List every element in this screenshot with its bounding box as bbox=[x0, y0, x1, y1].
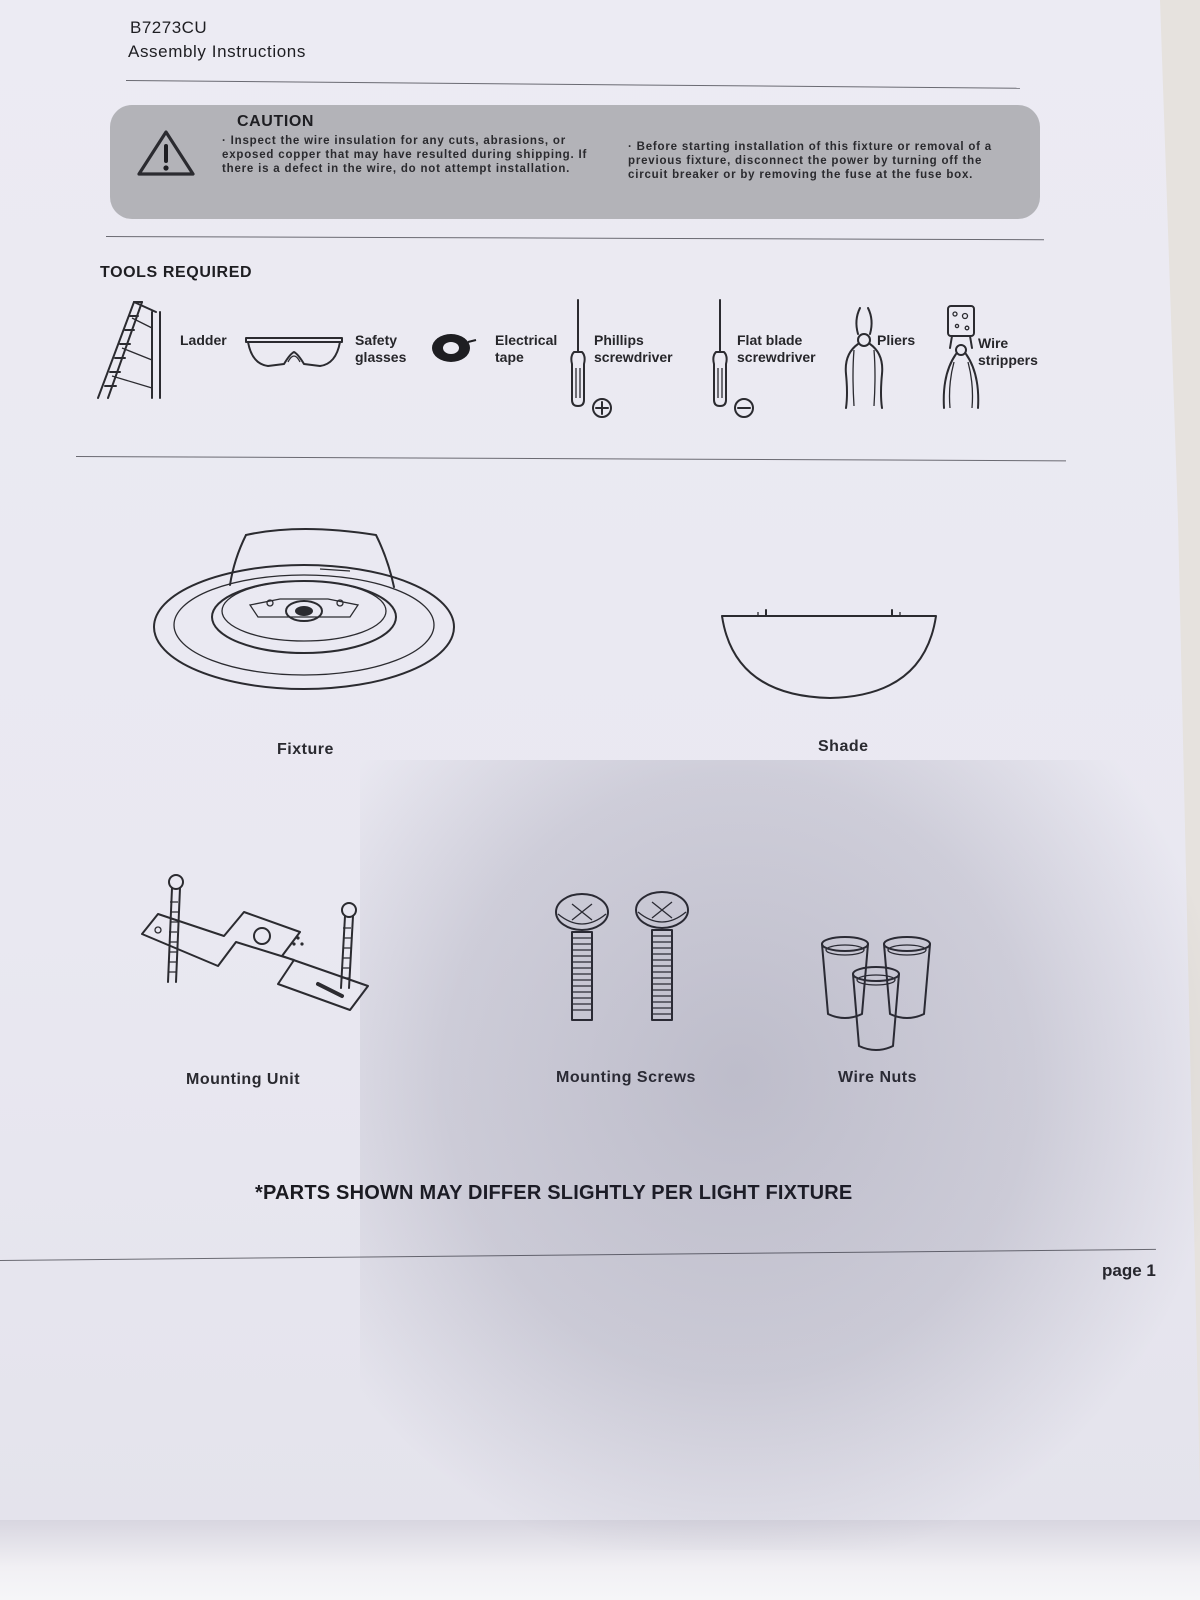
electrical-tape-icon bbox=[432, 334, 477, 362]
background-surface bbox=[0, 1520, 1200, 1600]
tool-label-wire-strippers: Wire strippers bbox=[978, 335, 1038, 368]
wire-strippers-icon bbox=[942, 305, 980, 409]
wire-nuts-illustration bbox=[821, 936, 931, 1051]
page-number: page 1 bbox=[1102, 1261, 1156, 1280]
instruction-sheet bbox=[0, 0, 1200, 1535]
part-label-shade: Shade bbox=[818, 738, 869, 755]
safety-glasses-icon bbox=[245, 337, 343, 367]
ladder-icon bbox=[97, 301, 161, 399]
tool-label-electrical-tape: Electrical tape bbox=[495, 332, 558, 365]
tool-label-ladder: Ladder bbox=[180, 332, 227, 348]
tool-label-flat-blade-screwdriver: Flat blade screwdriver bbox=[737, 332, 816, 365]
part-label-fixture: Fixture bbox=[277, 741, 334, 758]
part-label-wire-nuts: Wire Nuts bbox=[838, 1069, 918, 1086]
flat-blade-screwdriver-icon bbox=[712, 299, 754, 418]
caution-text-left: · Inspect the wire insulation for any cu… bbox=[222, 135, 588, 175]
fixture-illustration bbox=[153, 528, 455, 690]
mounting-screws-illustration bbox=[555, 891, 689, 1021]
caution-text-right: · Before starting installation of this f… bbox=[628, 141, 992, 181]
phillips-screwdriver-icon bbox=[570, 299, 612, 418]
tools-required-title: TOOLS REQUIRED bbox=[100, 264, 253, 281]
tool-label-safety-glasses: Safety glasses bbox=[355, 332, 407, 365]
warning-triangle-icon bbox=[137, 130, 195, 176]
mounting-unit-illustration bbox=[141, 874, 369, 1011]
model-code: B7273CU bbox=[130, 18, 208, 37]
caution-box bbox=[110, 105, 1040, 219]
caution-title: CAUTION bbox=[237, 113, 315, 130]
document-title: Assembly Instructions bbox=[128, 42, 306, 61]
tool-label-phillips-screwdriver: Phillips screwdriver bbox=[594, 332, 673, 365]
part-label-mounting-screws: Mounting Screws bbox=[556, 1069, 696, 1086]
pliers-icon bbox=[844, 307, 884, 409]
part-label-mounting-unit: Mounting Unit bbox=[186, 1071, 301, 1088]
shade-illustration bbox=[721, 609, 937, 699]
tool-label-pliers: Pliers bbox=[877, 332, 916, 348]
parts-disclaimer: *PARTS SHOWN MAY DIFFER SLIGHTLY PER LIG… bbox=[255, 1182, 853, 1204]
